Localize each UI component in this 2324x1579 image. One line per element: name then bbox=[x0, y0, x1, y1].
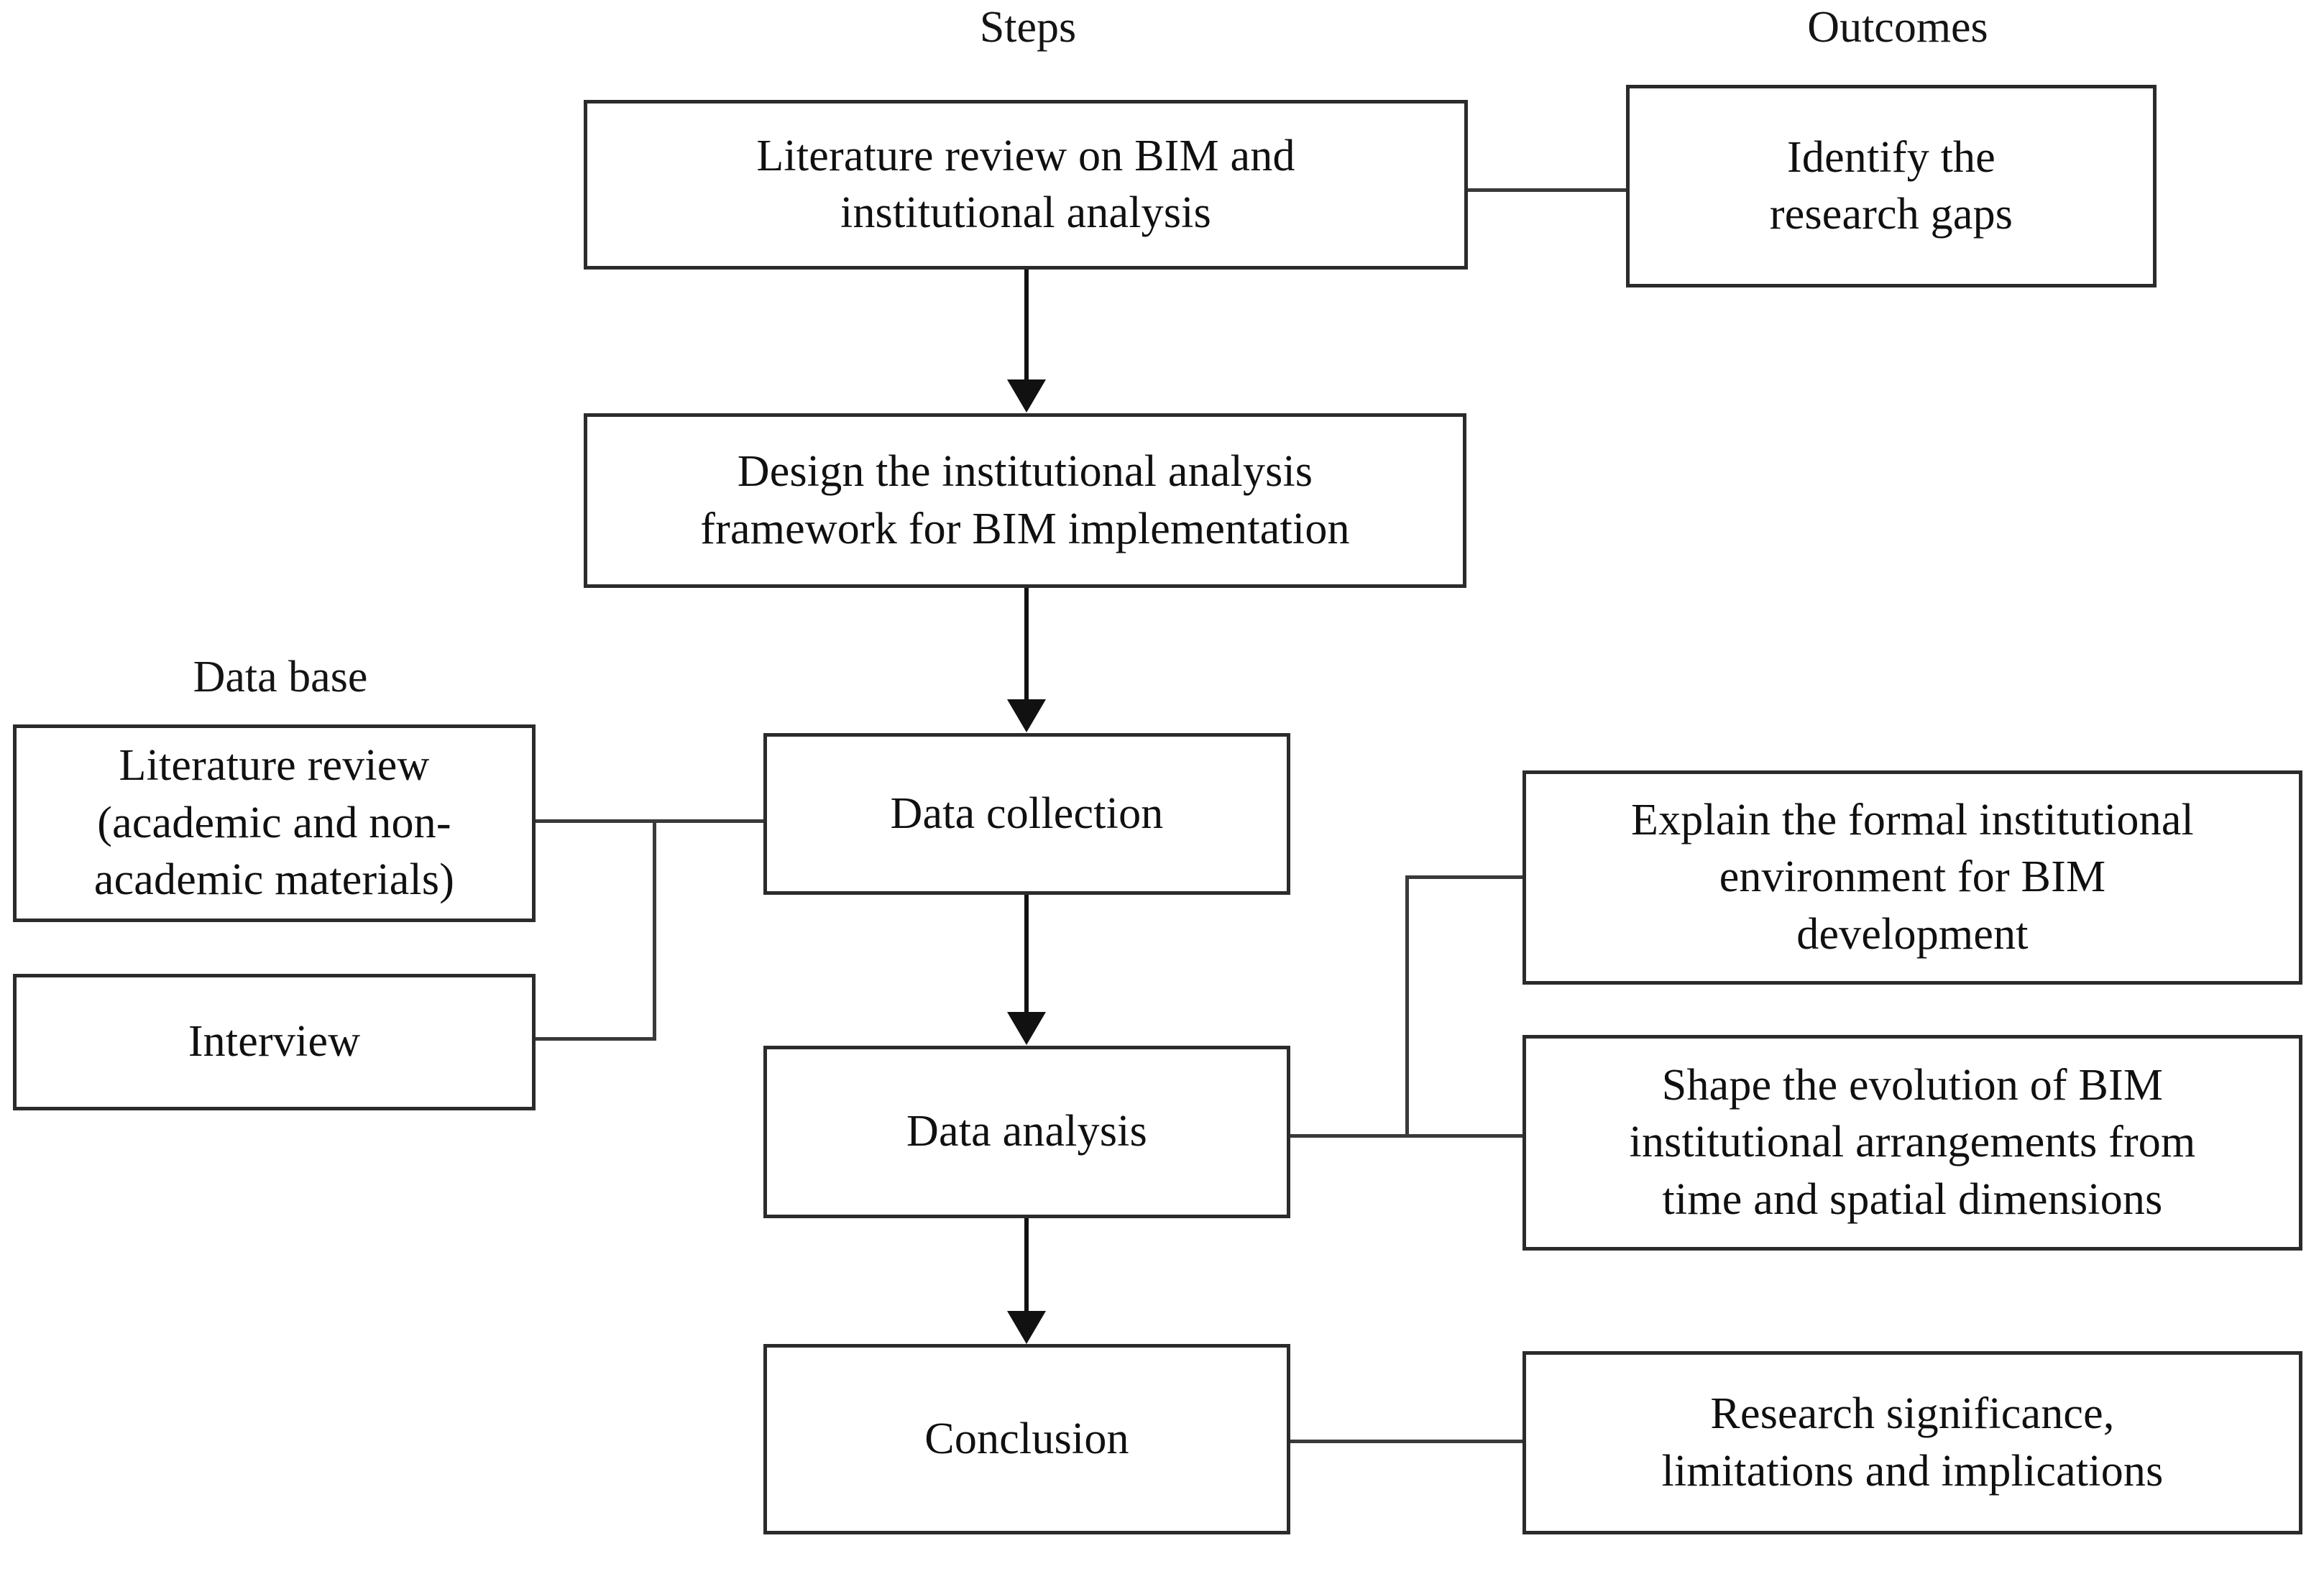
node-db-literature-review-label: Literature review (academic and non- aca… bbox=[93, 741, 455, 905]
connector-litreview-to-gaps bbox=[1466, 188, 1627, 192]
node-outcome-evolution-label: Shape the evolution of BIM institutional… bbox=[1629, 1060, 2196, 1224]
node-db-literature-review[interactable]: Literature review (academic and non- aca… bbox=[13, 724, 536, 922]
connector-outcomes-tee-riser bbox=[1405, 875, 1409, 1136]
connector-dblit-to-junction bbox=[536, 819, 654, 823]
node-step-design-framework[interactable]: Design the institutional analysis framew… bbox=[584, 413, 1466, 588]
node-outcome-formal-environment-label: Explain the formal institutional environ… bbox=[1631, 795, 2194, 959]
node-step-conclusion-label: Conclusion bbox=[924, 1414, 1129, 1463]
column-label-steps: Steps bbox=[979, 3, 1077, 52]
node-step-data-collection[interactable]: Data collection bbox=[763, 733, 1290, 895]
column-label-outcomes: Outcomes bbox=[1807, 3, 1988, 52]
node-outcome-research-gaps-label: Identify the research gaps bbox=[1769, 132, 2013, 239]
connector-database-junction-riser bbox=[653, 819, 656, 1041]
node-outcome-research-gaps[interactable]: Identify the research gaps bbox=[1626, 85, 2157, 287]
connector-tee-to-evolution bbox=[1405, 1134, 1525, 1138]
node-step-literature-review-label: Literature review on BIM and institution… bbox=[756, 131, 1295, 237]
connector-dataanalysis-to-conclusion-arrowhead bbox=[1007, 1311, 1046, 1344]
node-outcome-formal-environment[interactable]: Explain the formal institutional environ… bbox=[1522, 770, 2302, 985]
connector-datacollection-to-dataanalysis-stem bbox=[1024, 895, 1029, 1013]
node-step-data-analysis-label: Data analysis bbox=[906, 1107, 1147, 1156]
connector-tee-to-formal-environment bbox=[1405, 875, 1525, 879]
connector-conclusion-to-significance bbox=[1290, 1440, 1525, 1443]
connector-design-to-datacollection-arrowhead bbox=[1007, 699, 1046, 732]
connector-datacollection-to-dataanalysis-arrowhead bbox=[1007, 1012, 1046, 1045]
node-outcome-significance[interactable]: Research significance, limitations and i… bbox=[1522, 1351, 2302, 1534]
node-step-data-analysis[interactable]: Data analysis bbox=[763, 1046, 1290, 1218]
connector-litreview-to-design-stem bbox=[1024, 270, 1029, 380]
node-outcome-significance-label: Research significance, limitations and i… bbox=[1661, 1389, 2164, 1496]
connector-design-to-datacollection-stem bbox=[1024, 588, 1029, 700]
node-db-interview-label: Interview bbox=[188, 1017, 361, 1067]
connector-dataanalysis-to-conclusion-stem bbox=[1024, 1218, 1029, 1312]
connector-dbinterview-to-junction bbox=[536, 1037, 654, 1041]
node-db-interview[interactable]: Interview bbox=[13, 974, 536, 1110]
column-label-database: Data base bbox=[193, 653, 368, 701]
connector-dataanalysis-to-tee bbox=[1290, 1134, 1409, 1138]
node-step-data-collection-label: Data collection bbox=[890, 788, 1164, 838]
node-step-literature-review[interactable]: Literature review on BIM and institution… bbox=[584, 100, 1468, 270]
connector-junction-to-datacollection bbox=[653, 819, 766, 823]
node-outcome-evolution[interactable]: Shape the evolution of BIM institutional… bbox=[1522, 1035, 2302, 1251]
connector-litreview-to-design-arrowhead bbox=[1007, 379, 1046, 413]
node-step-design-framework-label: Design the institutional analysis framew… bbox=[700, 447, 1350, 553]
node-step-conclusion[interactable]: Conclusion bbox=[763, 1344, 1290, 1534]
